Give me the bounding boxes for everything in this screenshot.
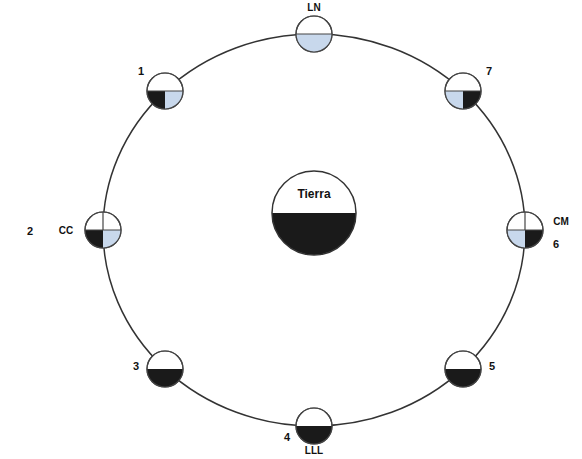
earth-night-side <box>272 213 356 255</box>
callout-number: 6 <box>553 239 559 250</box>
phase-label: CC <box>59 226 73 236</box>
callout-number: 7 <box>486 66 492 77</box>
node-label: Tierra <box>271 188 357 200</box>
phase-label: LLL <box>305 446 323 456</box>
moon <box>296 16 332 52</box>
orbit <box>103 34 525 426</box>
moon <box>445 351 481 387</box>
moon <box>147 73 183 109</box>
earth-day-side <box>272 171 356 255</box>
moon <box>296 408 332 444</box>
callout-number: 2 <box>27 226 33 237</box>
phase-label: CM <box>553 217 569 227</box>
callout-number: 3 <box>133 361 139 372</box>
moon <box>85 212 121 248</box>
earth-circle: Tierra <box>271 170 357 256</box>
moon <box>507 212 543 248</box>
callout-number: 5 <box>489 361 495 372</box>
callout-number: 1 <box>138 66 144 77</box>
earth-text-holder: Tierra <box>271 188 357 200</box>
callout-number: 4 <box>284 432 290 443</box>
moon <box>147 351 183 387</box>
earth-outline <box>271 170 357 256</box>
phase-label: LN <box>307 3 320 13</box>
earth-border <box>272 171 356 255</box>
moon <box>445 73 481 109</box>
